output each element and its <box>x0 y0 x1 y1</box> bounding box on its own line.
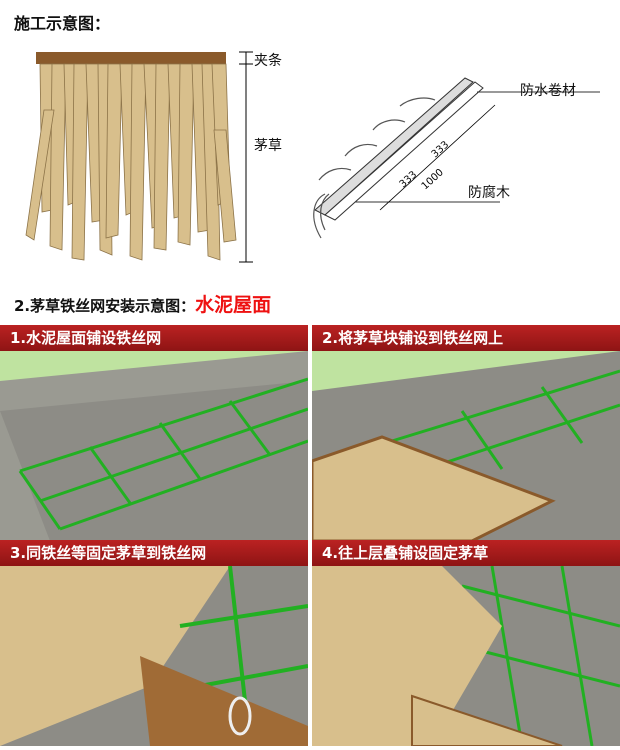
membrane-label: 防水卷材 <box>520 80 576 100</box>
step-2-panel: 2.将茅草块铺设到铁丝网上 <box>312 325 620 545</box>
thatch-strands <box>26 64 236 260</box>
wood-label: 防腐木 <box>468 182 510 202</box>
clamp-strip-label: 夹条 <box>254 50 282 70</box>
step-3-panel: 3.同铁丝等固定茅草到铁丝网 <box>0 540 308 750</box>
section2-title: 2.茅草铁丝网安装示意图：水泥屋面 <box>14 290 271 317</box>
section2-title-text: 2.茅草铁丝网安装示意图： <box>14 297 195 315</box>
step-1-panel: 1.水泥屋面铺设铁丝网 <box>0 325 308 545</box>
step-4-panel: 4.往上层叠铺设固定茅草 <box>312 540 620 750</box>
step-1-image <box>0 351 308 541</box>
thatch-panel-figure <box>14 50 304 265</box>
step-3-title: 3.同铁丝等固定茅草到铁丝网 <box>0 540 308 566</box>
svg-text:333: 333 <box>430 139 452 160</box>
section1-title: 施工示意图： <box>14 10 110 34</box>
step-2-title: 2.将茅草块铺设到铁丝网上 <box>312 325 620 351</box>
thatch-label: 茅草 <box>254 135 282 155</box>
step-1-title: 1.水泥屋面铺设铁丝网 <box>0 325 308 351</box>
svg-text:1000: 1000 <box>420 167 446 192</box>
section2-title-highlight: 水泥屋面 <box>195 294 271 316</box>
step-2-image <box>312 351 620 541</box>
step-4-image <box>312 566 620 746</box>
clamp-strip <box>36 52 226 64</box>
step-4-title: 4.往上层叠铺设固定茅草 <box>312 540 620 566</box>
svg-text:333: 333 <box>398 169 420 190</box>
step-3-image <box>0 566 308 746</box>
